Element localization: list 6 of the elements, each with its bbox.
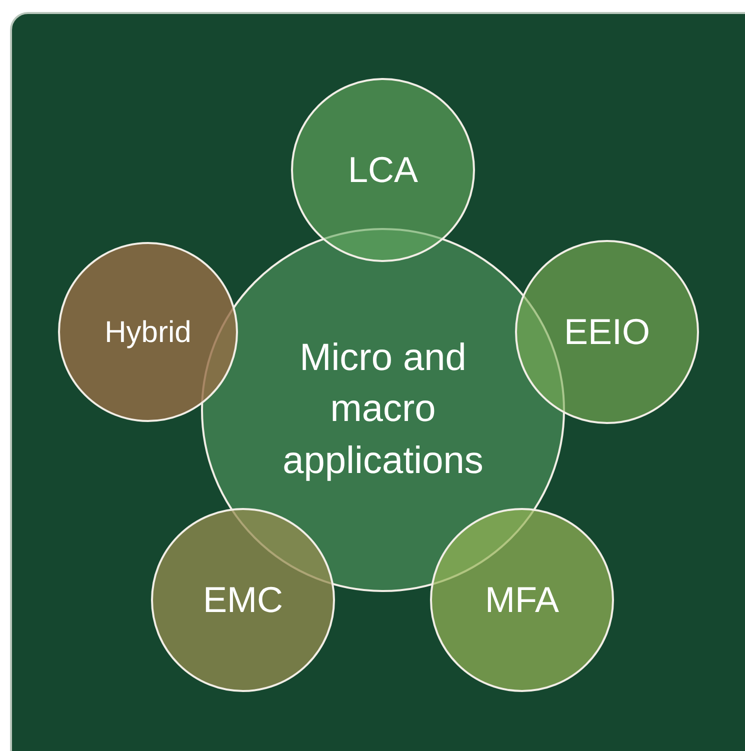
circle-label: EEIO (564, 310, 650, 354)
circle-label: Micro and macro applications (282, 336, 484, 484)
circle-label: EMC (203, 578, 283, 622)
circle-label: MFA (484, 578, 559, 622)
circle-label: LCA (348, 148, 418, 192)
circle-label: Hybrid (104, 314, 192, 350)
